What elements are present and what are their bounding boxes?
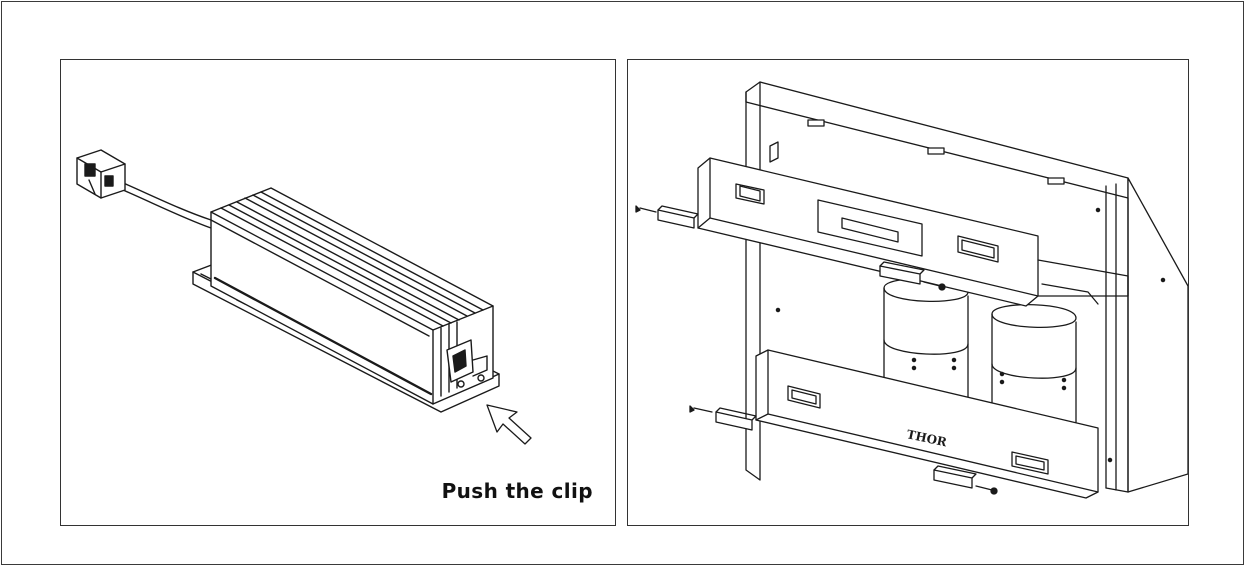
screw-icon [635, 205, 998, 495]
hood-housing [745, 81, 1188, 493]
connector-plug [76, 149, 126, 199]
push-the-clip-caption: Push the clip [441, 479, 593, 503]
upper-front-panel [697, 157, 1129, 307]
right-illustration-panel: THOR [627, 59, 1189, 526]
arrow-pointer-icon [486, 404, 532, 445]
lower-front-panel [755, 349, 1099, 499]
power-supply-illustration [76, 149, 532, 445]
cable [120, 181, 212, 229]
left-illustration-panel: Push the clip [60, 59, 616, 526]
hood-assembly-illustration: THOR [635, 81, 1188, 499]
power-supply-body [210, 187, 494, 405]
light-fixtures [657, 205, 977, 489]
